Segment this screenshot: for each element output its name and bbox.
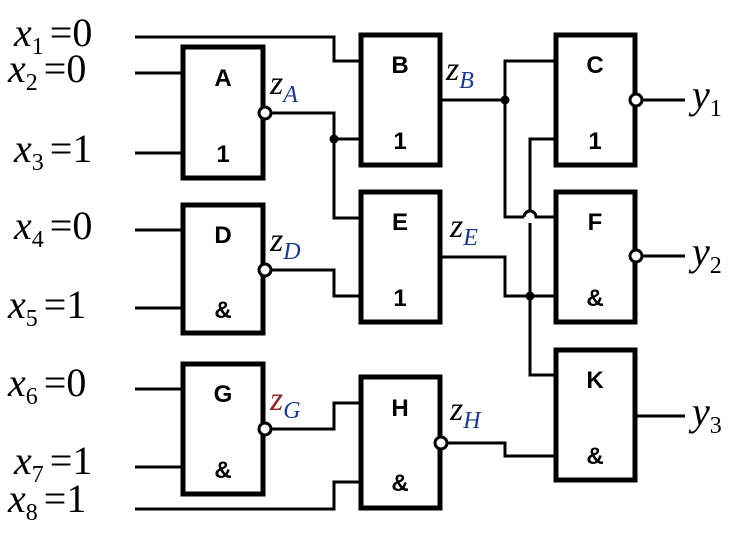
input-labels: x1=0 x2=0 x3=1 x4=0 x5=1 x6=0 x7=1 x8=1 — [7, 10, 92, 526]
gate-D: D & — [180, 202, 273, 336]
output-y1: y1 — [688, 72, 722, 122]
input-x3: x3=1 — [13, 126, 92, 176]
wire-zG — [270, 401, 361, 431]
junction-dot — [329, 134, 339, 144]
inverter-bubble — [628, 92, 644, 108]
gate-K: K & — [553, 347, 638, 483]
inverter-bubble — [433, 435, 449, 451]
inverter-bubble — [257, 105, 273, 121]
gate-function: & — [391, 470, 408, 497]
input-x7: x7=1 — [13, 438, 92, 488]
gate-label: G — [214, 381, 233, 408]
signal-labels: zA zB zD zE zG zH — [269, 51, 482, 434]
wire-zA — [270, 111, 361, 220]
output-y3: y3 — [688, 389, 722, 439]
input-x8: x8=1 — [7, 476, 86, 526]
gate-label: B — [391, 52, 408, 79]
input-x6: x6=0 — [7, 360, 86, 410]
junction-dot — [525, 291, 535, 301]
gate-function: 1 — [393, 285, 406, 312]
label-zG: zG — [269, 381, 301, 424]
inverter-bubble — [628, 248, 644, 264]
gate-label: F — [588, 209, 603, 236]
wire-x1 — [135, 35, 361, 63]
wire-zH — [447, 441, 556, 458]
label-zA: zA — [269, 65, 298, 108]
label-zD: zD — [269, 222, 301, 265]
gate-label: H — [391, 395, 408, 422]
wire-zD — [270, 268, 361, 298]
gate-label: C — [586, 52, 603, 79]
gate-function: & — [586, 443, 603, 470]
gate-label: E — [392, 209, 408, 236]
junction-dot — [500, 95, 510, 105]
gate-H: H & — [358, 374, 449, 511]
inverter-bubble — [257, 421, 273, 437]
gate-B: B 1 — [358, 32, 443, 168]
output-y2: y2 — [688, 229, 722, 279]
gate-function: 1 — [216, 141, 229, 168]
gate-function: 1 — [588, 128, 601, 155]
label-zB: zB — [445, 51, 474, 94]
gate-label: A — [214, 65, 231, 92]
input-x2: x2=0 — [7, 46, 86, 96]
wire-hop — [522, 209, 556, 219]
inverter-bubble — [257, 262, 273, 278]
gate-F: F & — [553, 189, 644, 325]
wire-zB-branch — [503, 59, 556, 219]
gate-label: D — [214, 222, 231, 249]
wire-zE-to-C-upper — [528, 137, 556, 211]
gate-C: C 1 — [553, 32, 644, 168]
input-x4: x4=0 — [13, 203, 92, 253]
input-x5: x5=1 — [7, 282, 86, 332]
gate-E: E 1 — [358, 189, 443, 325]
gate-A: A 1 — [180, 44, 273, 181]
gate-function: & — [214, 297, 231, 324]
gate-function: & — [586, 285, 603, 312]
label-zE: zE — [449, 208, 478, 251]
gate-label: K — [586, 367, 604, 394]
gate-function: & — [214, 457, 231, 484]
input-x1: x1=0 — [13, 10, 92, 60]
wire-zE — [440, 255, 556, 298]
wire-x8 — [135, 480, 361, 511]
gate-function: 1 — [393, 128, 406, 155]
gate-G: G & — [180, 361, 273, 497]
wire-zE-to-K — [528, 223, 556, 377]
label-zH: zH — [449, 391, 482, 434]
output-labels: y1 y2 y3 — [688, 72, 722, 439]
wires — [135, 35, 685, 511]
